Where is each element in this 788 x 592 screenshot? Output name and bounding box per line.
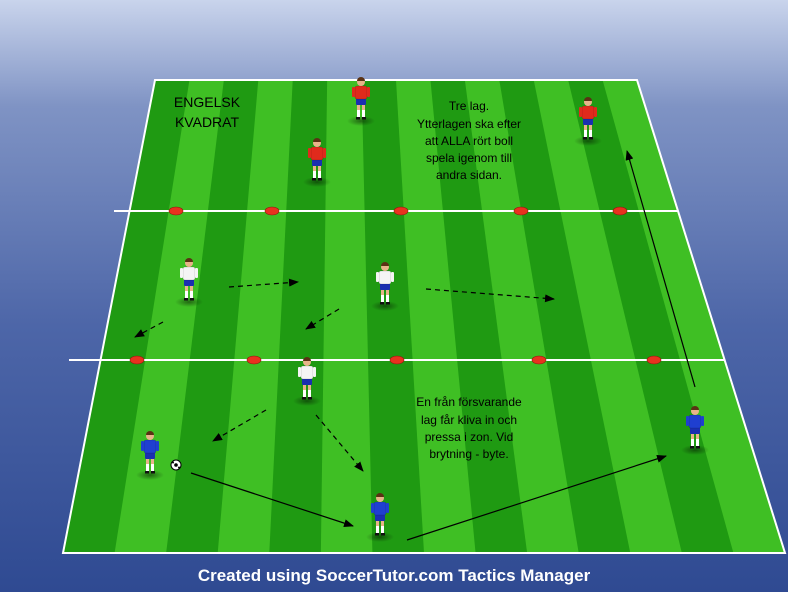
- player-blue: [681, 406, 709, 455]
- cone-marker: [531, 355, 547, 365]
- cone-marker: [389, 355, 405, 365]
- cone-marker: [246, 355, 262, 365]
- cone-marker: [646, 355, 662, 365]
- note-bottom-line: lag får kliva in och: [421, 413, 517, 427]
- diagram-title: ENGELSK KVADRAT: [174, 94, 241, 130]
- grass-stripe: [430, 80, 528, 553]
- cone-marker: [168, 206, 184, 216]
- movement-arrows: [134, 150, 696, 541]
- pitch-outline: [61, 79, 787, 554]
- title-line-2: KVADRAT: [175, 114, 239, 130]
- note-bottom-line: brytning - byte.: [429, 447, 508, 461]
- cone-marker: [129, 355, 145, 365]
- player-red: [574, 97, 602, 146]
- ball: [170, 459, 182, 471]
- dashed-arrow: [212, 409, 267, 442]
- cone-marker: [264, 206, 280, 216]
- pitch: [61, 79, 787, 554]
- player-red: [303, 138, 331, 187]
- cone-marker: [513, 206, 529, 216]
- run-arrow: [625, 150, 696, 388]
- dashed-arrow: [425, 288, 555, 303]
- players: [136, 77, 709, 542]
- cone-marker: [393, 206, 409, 216]
- note-top-line: Tre lag.: [449, 99, 489, 113]
- grass-stripe: [269, 80, 328, 553]
- cones: [129, 206, 662, 365]
- note-bottom-line: pressa i zon. Vid: [425, 430, 514, 444]
- cone-marker: [612, 206, 628, 216]
- grass-stripe: [499, 80, 631, 553]
- player-white: [371, 262, 399, 311]
- grass-stripe: [361, 80, 424, 553]
- pass-arrow: [190, 472, 354, 528]
- note-top-line: spela igenom till: [426, 151, 512, 165]
- note-top-line: Ytterlagen ska efter: [417, 117, 521, 131]
- note-bottom-line: En från försvarande: [416, 395, 522, 409]
- note-bottom: En från försvarande lag får kliva in och…: [416, 395, 522, 461]
- player-blue: [136, 431, 164, 480]
- player-blue: [366, 493, 394, 542]
- note-top: Tre lag. Ytterlagen ska efter att ALLA r…: [417, 99, 521, 182]
- grass-stripe: [166, 80, 259, 553]
- dashed-arrow: [315, 414, 364, 472]
- pass-arrow: [406, 454, 667, 541]
- dashed-arrow: [305, 308, 340, 330]
- note-top-line: att ALLA rört boll: [425, 134, 513, 148]
- title-line-1: ENGELSK: [174, 94, 241, 110]
- dashed-arrow: [228, 278, 299, 288]
- footer-credit: Created using SoccerTutor.com Tactics Ma…: [197, 566, 591, 585]
- player-white: [175, 258, 203, 307]
- player-white: [293, 357, 321, 406]
- grass-stripe: [63, 80, 190, 553]
- note-top-line: andra sidan.: [436, 168, 502, 182]
- player-red: [347, 77, 375, 126]
